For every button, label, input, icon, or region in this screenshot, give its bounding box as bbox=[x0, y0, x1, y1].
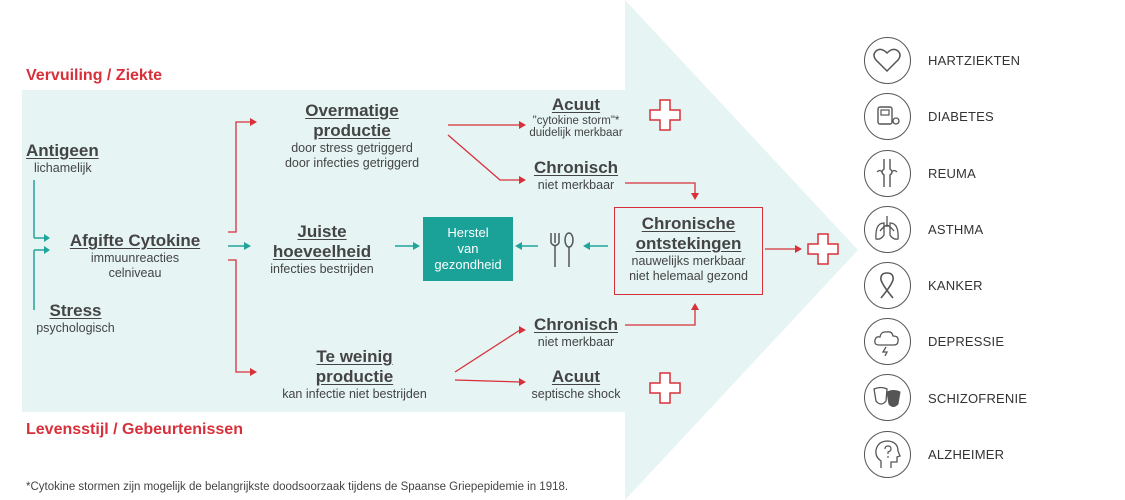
ribbon-icon bbox=[864, 262, 911, 309]
stress-sub: psychologisch bbox=[36, 321, 115, 335]
acuut-top-title: Acuut bbox=[551, 95, 601, 114]
red-cross-icon bbox=[807, 233, 839, 265]
chronisch-top-title: Chronisch bbox=[533, 158, 619, 177]
herstel-line2: van bbox=[457, 241, 479, 256]
disease-label: HARTZIEKTEN bbox=[928, 53, 1021, 68]
acuut-top-sub2: duidelijk merkbaar bbox=[529, 127, 623, 139]
juiste-title2: hoeveelheid bbox=[272, 242, 372, 261]
chronische-sub2: niet helemaal gezond bbox=[629, 269, 748, 283]
chronisch-top-sub: niet merkbaar bbox=[537, 178, 615, 192]
disease-label: DIABETES bbox=[928, 109, 994, 124]
node-chronisch-bottom: Chronisch niet merkbaar bbox=[516, 315, 636, 350]
node-cytokine: Afgifte Cytokine immuunreacties celnivea… bbox=[55, 231, 215, 281]
left-connector bbox=[33, 180, 44, 310]
chronisch-bottom-title: Chronisch bbox=[533, 315, 619, 334]
disease-label: REUMA bbox=[928, 166, 976, 181]
chronische-title1: Chronische bbox=[641, 214, 736, 233]
header-top: Vervuiling / Ziekte bbox=[26, 67, 163, 84]
node-acuut-bottom: Acuut septische shock bbox=[516, 367, 636, 402]
head-question-icon bbox=[864, 431, 911, 478]
node-teweinig: Te weinig productie kan infectie niet be… bbox=[262, 347, 447, 402]
juiste-sub: infecties bestrijden bbox=[270, 262, 374, 276]
acuut-bottom-title: Acuut bbox=[551, 367, 601, 386]
herstel-box: Herstel van gezondheid bbox=[423, 217, 513, 281]
antigeen-title: Antigeen bbox=[26, 141, 99, 160]
red-cross-icon bbox=[649, 99, 681, 131]
node-overmatige: Overmatige productie door stress getrigg… bbox=[262, 101, 442, 171]
chronische-ontstekingen-box: Chronische ontstekingen nauwelijks merkb… bbox=[614, 207, 763, 295]
acuut-bottom-sub: septische shock bbox=[531, 387, 621, 401]
node-chronisch-top: Chronisch niet merkbaar bbox=[516, 158, 636, 193]
cytokine-sub2: celniveau bbox=[108, 266, 162, 280]
herstel-line3: gezondheid bbox=[434, 257, 502, 272]
disease-label: ALZHEIMER bbox=[928, 447, 1005, 462]
storm-cloud-icon bbox=[864, 318, 911, 365]
glucose-meter-icon bbox=[864, 93, 911, 140]
disease-label: ASTHMA bbox=[928, 222, 984, 237]
red-branches bbox=[228, 121, 795, 383]
juiste-title1: Juiste bbox=[297, 222, 347, 241]
node-acuut-top: Acuut "cytokine storm"* duidelijk merkba… bbox=[516, 95, 636, 140]
cutlery-icon bbox=[550, 232, 574, 267]
chronisch-bottom-sub: niet merkbaar bbox=[537, 335, 615, 349]
acuut-top-sub1: "cytokine storm"* bbox=[532, 115, 620, 127]
teweinig-title1: Te weinig bbox=[316, 347, 393, 366]
joint-icon bbox=[864, 150, 911, 197]
stress-title: Stress bbox=[49, 301, 102, 320]
disease-label: SCHIZOFRENIE bbox=[928, 391, 1028, 406]
disease-label: KANKER bbox=[928, 278, 983, 293]
node-stress: Stress psychologisch bbox=[28, 301, 123, 336]
antigeen-sub: lichamelijk bbox=[34, 161, 92, 175]
cytokine-sub1: immuunreacties bbox=[90, 251, 180, 265]
chronische-sub1: nauwelijks merkbaar bbox=[631, 254, 746, 268]
overmatige-sub1: door stress getriggerd bbox=[291, 141, 413, 155]
footnote: *Cytokine stormen zijn mogelijk de belan… bbox=[26, 481, 569, 493]
theater-masks-icon bbox=[864, 374, 911, 421]
header-bottom: Levensstijl / Gebeurtenissen bbox=[26, 421, 243, 438]
heart-icon bbox=[864, 37, 911, 84]
overmatige-title2: productie bbox=[313, 121, 391, 140]
teweinig-title2: productie bbox=[315, 367, 394, 386]
cytokine-title: Afgifte Cytokine bbox=[69, 231, 201, 250]
node-antigeen: Antigeen lichamelijk bbox=[26, 141, 99, 176]
overmatige-title1: Overmatige bbox=[305, 101, 399, 120]
teweinig-sub: kan infectie niet bestrijden bbox=[282, 387, 427, 401]
chronische-title2: ontstekingen bbox=[635, 234, 742, 253]
node-juiste: Juiste hoeveelheid infecties bestrijden bbox=[262, 222, 382, 277]
lungs-icon bbox=[864, 206, 911, 253]
red-cross-icon bbox=[649, 372, 681, 404]
herstel-line1: Herstel bbox=[447, 225, 489, 240]
disease-label: DEPRESSIE bbox=[928, 334, 1005, 349]
overmatige-sub2: door infecties getriggerd bbox=[284, 156, 420, 170]
